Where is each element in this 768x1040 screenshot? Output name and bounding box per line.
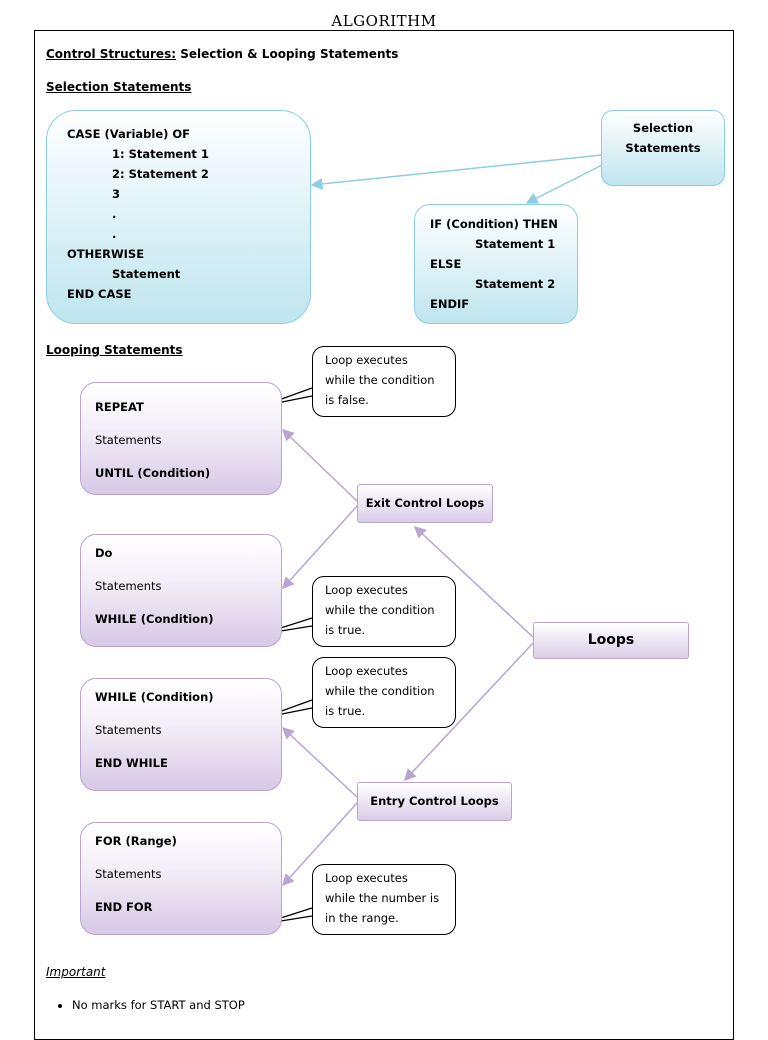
while-line: WHILE (Condition) <box>95 690 214 704</box>
exit-control-loops-label: Exit Control Loops <box>357 484 493 523</box>
callout-while: Loop executes while the condition is tru… <box>312 657 456 728</box>
repeat-block: REPEAT Statements UNTIL (Condition) <box>80 382 282 495</box>
callout-line: is true. <box>325 704 366 718</box>
callout-line: while the number is <box>325 891 440 905</box>
case-line: . <box>112 227 117 241</box>
if-line: Statement 1 <box>475 237 556 251</box>
important-heading: Important <box>46 965 106 979</box>
do-line: WHILE (Condition) <box>95 612 214 626</box>
for-line: FOR (Range) <box>95 834 177 848</box>
arrow-exit-to-repeat <box>281 428 359 503</box>
do-line: Do <box>95 546 113 560</box>
arrow-loops-to-exit <box>413 525 535 639</box>
while-line: END WHILE <box>95 756 168 770</box>
selection-heading: Selection Statements <box>46 80 192 94</box>
callout-line: is true. <box>325 623 366 637</box>
case-line: CASE (Variable) OF <box>67 127 191 141</box>
if-block: IF (Condition) THEN Statement 1 ELSE Sta… <box>414 204 578 324</box>
page-title: ALGORITHM <box>331 12 437 30</box>
callout-line: while the condition <box>325 684 435 698</box>
if-line: ELSE <box>430 257 462 271</box>
case-line: OTHERWISE <box>67 247 145 261</box>
if-line: ENDIF <box>430 297 470 311</box>
for-line: Statements <box>95 867 162 881</box>
selection-statements-label: Selection Statements <box>601 110 725 186</box>
case-line: 2: Statement 2 <box>112 167 209 181</box>
looping-heading: Looping Statements <box>46 343 183 357</box>
if-line: Statement 2 <box>475 277 556 291</box>
for-block: FOR (Range) Statements END FOR <box>80 822 282 935</box>
callout-line: while the condition <box>325 373 435 387</box>
section-heading: Control Structures: Selection & Looping … <box>46 47 398 61</box>
for-line: END FOR <box>95 900 153 914</box>
case-line: 3 <box>112 187 121 201</box>
entry-control-loops-label: Entry Control Loops <box>357 782 512 821</box>
loops-label: Loops <box>533 622 689 659</box>
callout-do: Loop executes while the condition is tru… <box>312 576 456 647</box>
arrow-exit-to-do <box>281 504 359 590</box>
callout-line: Loop executes <box>325 664 408 678</box>
while-block: WHILE (Condition) Statements END WHILE <box>80 678 282 791</box>
important-list: No marks for START and STOP <box>50 998 672 1012</box>
heading-rest: Selection & Looping Statements <box>176 47 399 61</box>
heading-underlined: Control Structures: <box>46 47 177 61</box>
case-block: CASE (Variable) OF 1: Statement 1 2: Sta… <box>46 110 311 324</box>
repeat-line: REPEAT <box>95 400 144 414</box>
selection-label-line: Statements <box>625 141 701 155</box>
arrow-loops-to-entry <box>403 641 535 782</box>
repeat-line: UNTIL (Condition) <box>95 466 211 480</box>
do-line: Statements <box>95 579 162 593</box>
callout-for: Loop executes while the number is in the… <box>312 864 456 935</box>
callout-line: is false. <box>325 393 369 407</box>
callout-line: Loop executes <box>325 353 408 367</box>
callout-line: in the range. <box>325 911 399 925</box>
important-item: No marks for START and STOP <box>72 998 672 1012</box>
arrow-selection-to-case <box>310 154 603 190</box>
arrow-entry-to-for <box>281 801 359 887</box>
if-line: IF (Condition) THEN <box>430 217 558 231</box>
while-line: Statements <box>95 723 162 737</box>
case-line: 1: Statement 1 <box>112 147 209 161</box>
arrow-selection-to-if <box>525 159 613 204</box>
callout-repeat: Loop executes while the condition is fal… <box>312 346 456 417</box>
case-line: . <box>112 207 117 221</box>
repeat-line: Statements <box>95 433 162 447</box>
case-line: Statement <box>112 267 181 281</box>
case-line: END CASE <box>67 287 132 301</box>
arrow-entry-to-while <box>281 726 359 799</box>
do-block: Do Statements WHILE (Condition) <box>80 534 282 647</box>
callout-line: Loop executes <box>325 583 408 597</box>
callout-line: Loop executes <box>325 871 408 885</box>
selection-label-line: Selection <box>632 121 694 135</box>
callout-line: while the condition <box>325 603 435 617</box>
